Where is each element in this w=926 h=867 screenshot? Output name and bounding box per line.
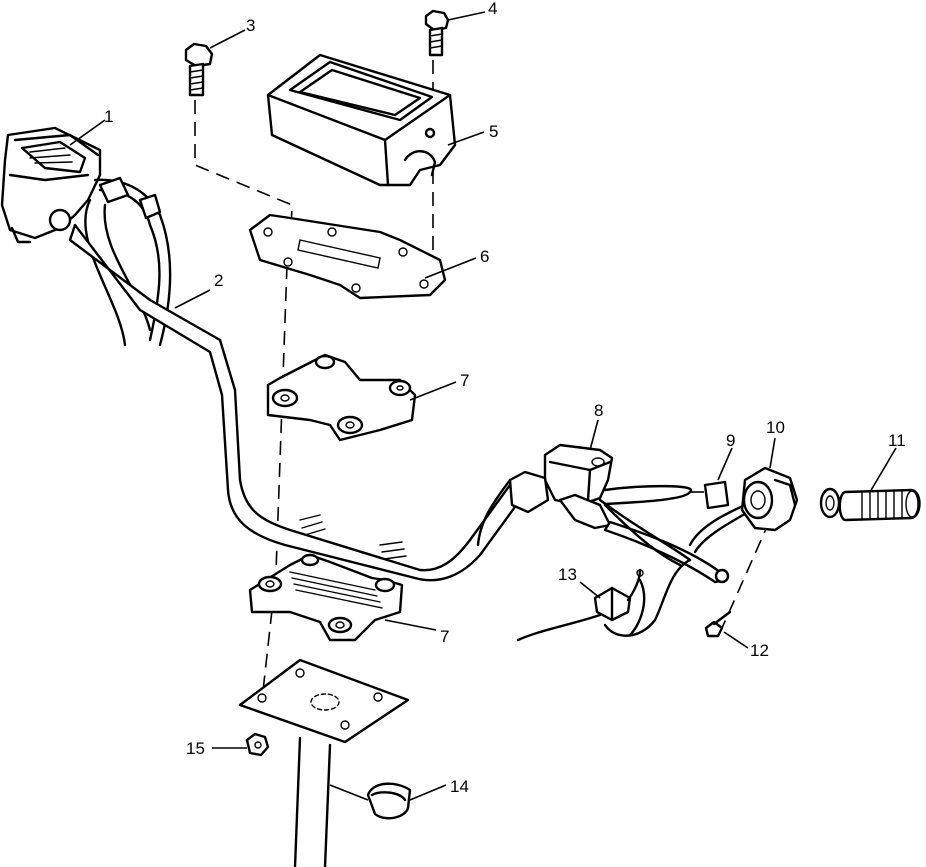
bolt-part-4 [424,9,450,57]
callout-13: 13 [558,565,577,584]
callout-2: 2 [214,271,223,290]
callout-6: 6 [480,247,489,266]
bolt-part-3 [184,42,214,97]
plate-part-6 [248,213,447,300]
callouts: 1 2 3 4 5 6 7 7 8 9 10 11 12 13 14 15 [104,0,906,796]
callout-1: 1 [104,107,113,126]
callout-4: 4 [488,0,497,18]
steering-post-plate [238,658,410,867]
cover-part [266,53,457,187]
grip-part [819,487,921,522]
clamp-upper-part [266,353,417,442]
screw-part [704,610,732,638]
callout-15: 15 [186,739,205,758]
callout-10: 10 [766,418,785,437]
callout-12: 12 [750,641,769,660]
spacer-part [703,480,730,510]
callout-8: 8 [594,401,603,420]
callout-11: 11 [888,431,906,450]
brake-switch-part [593,568,644,622]
callout-9: 9 [726,431,735,450]
leader-lines [69,11,897,801]
callout-5: 5 [489,122,498,141]
callout-3: 3 [246,16,255,35]
hose-clamp-part [366,782,412,820]
nut-part [245,732,270,757]
callout-7-upper: 7 [460,371,469,390]
callout-14: 14 [450,777,469,796]
clamp-lower-part [248,553,404,642]
throttle-housing-part [0,126,162,244]
callout-7-lower: 7 [440,627,449,646]
master-cylinder-part [508,443,730,584]
switch-housing-part [740,466,799,532]
throttle-cables [84,198,172,347]
